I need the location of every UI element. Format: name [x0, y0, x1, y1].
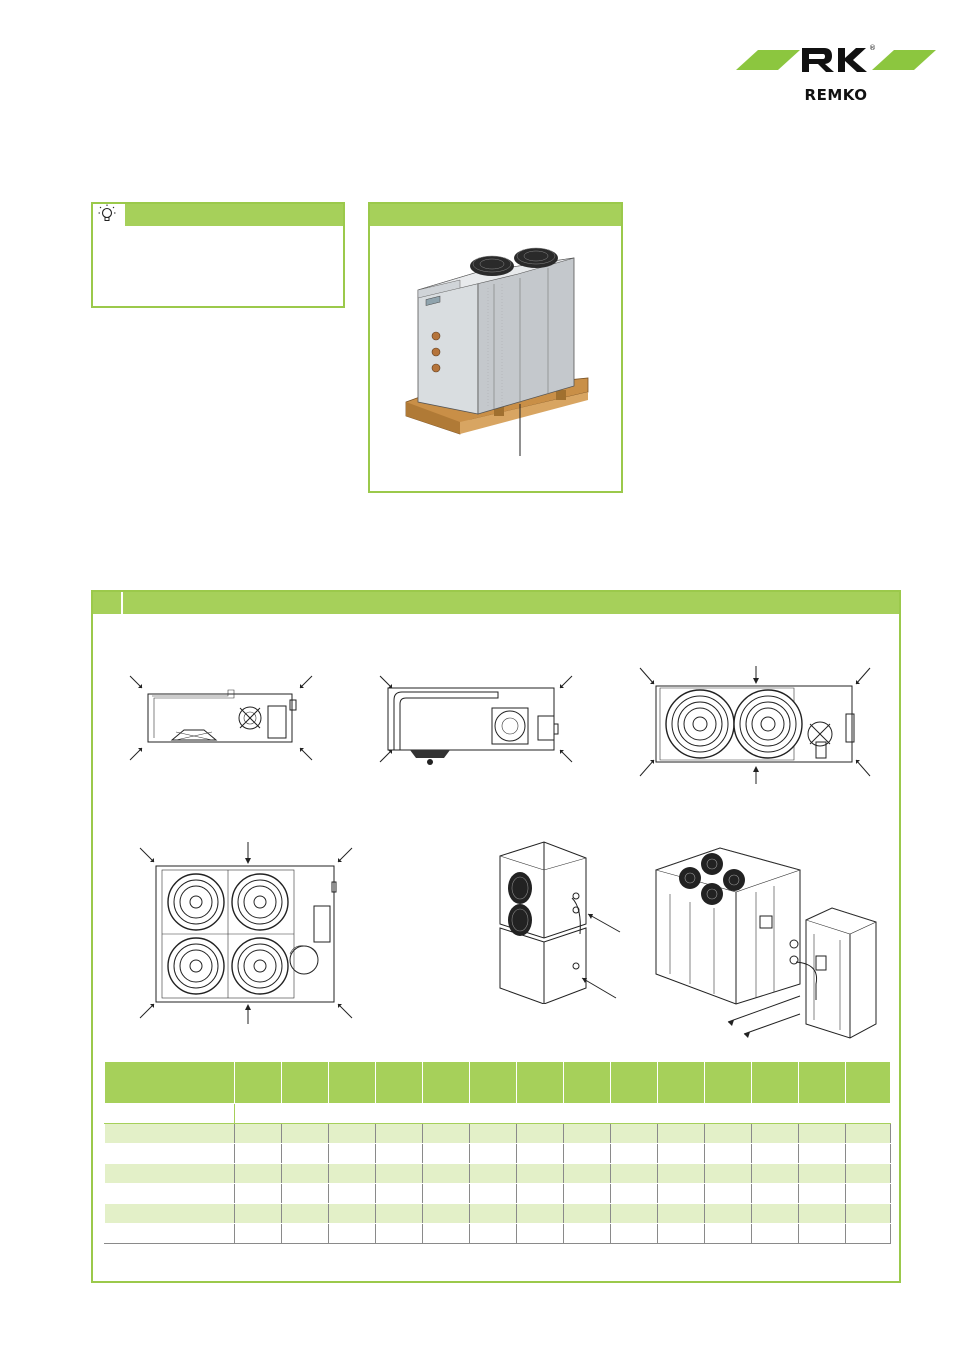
registered-mark: ®	[869, 44, 876, 52]
side-view-medium-unit	[379, 675, 573, 765]
table-header-row	[104, 1061, 891, 1104]
table-row	[104, 1223, 891, 1244]
iso-view-large-unit-with-tank	[654, 847, 877, 1039]
side-view-small-unit	[129, 675, 313, 761]
table-subheader-row	[104, 1103, 891, 1124]
tip-box-header	[93, 204, 343, 226]
table-row	[104, 1203, 891, 1224]
iso-view-unit-with-buffer	[499, 841, 621, 1004]
dimensions-header-cell	[93, 592, 123, 614]
fan-right	[733, 689, 803, 759]
remko-logo: ® REMKO	[736, 38, 936, 108]
spec-table	[104, 1061, 891, 1244]
tip-box	[91, 202, 345, 308]
logo-text: REMKO	[805, 86, 868, 104]
top-view-two-fan-unit	[639, 666, 871, 784]
tip-icon-cell	[93, 204, 125, 226]
pallet-figure-box	[368, 202, 623, 493]
table-row	[104, 1123, 891, 1144]
dimensions-header	[93, 592, 899, 614]
table-row	[104, 1143, 891, 1164]
table-row	[104, 1163, 891, 1184]
table-row	[104, 1183, 891, 1204]
chiller-on-pallet-illustration	[405, 247, 589, 456]
pallet-figure-header	[370, 204, 621, 226]
lightbulb-icon	[93, 204, 123, 226]
fan-left	[665, 689, 735, 759]
top-view-four-fan-unit	[139, 842, 353, 1024]
